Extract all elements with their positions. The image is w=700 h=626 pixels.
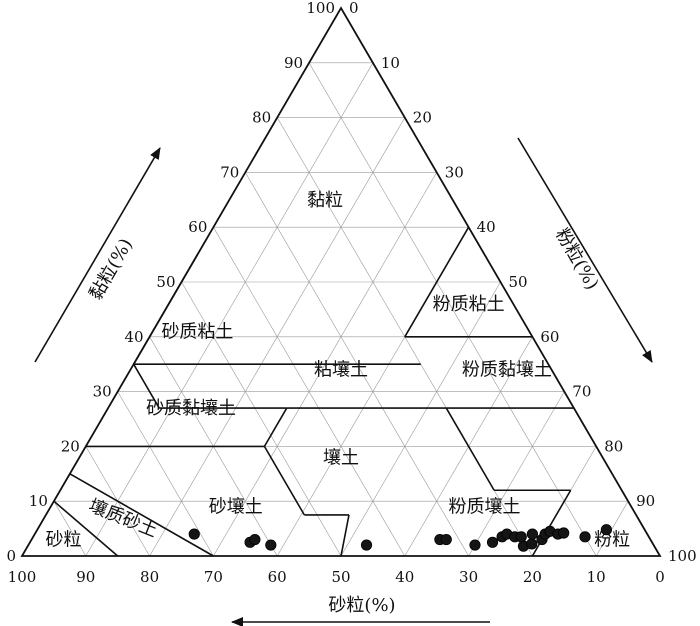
sand-tick-label: 20 [523, 568, 542, 586]
silt-tick-label: 0 [349, 0, 359, 17]
clay-tick-label: 40 [125, 328, 144, 346]
sample-point [469, 539, 481, 551]
class-boundary [69, 473, 214, 557]
sand-tick-label: 70 [204, 568, 223, 586]
sample-point [265, 539, 277, 551]
region-label: 砂质黏壤土 [146, 398, 236, 419]
sample-point [526, 528, 539, 540]
grid-line [308, 62, 597, 557]
clay-tick-label: 0 [6, 547, 16, 565]
grid-line [53, 501, 87, 557]
sand-tick-label: 50 [331, 568, 350, 586]
sample-point [526, 538, 538, 550]
clay-axis-title: 黏粒(%) [85, 235, 137, 304]
sample-points [188, 524, 613, 552]
sand-tick-label: 10 [587, 568, 606, 586]
class-boundary [531, 489, 572, 557]
sand-tick-label: 0 [655, 568, 665, 586]
grid-line [117, 391, 214, 557]
region-label: 粉粒 [594, 530, 630, 551]
class-boundary [132, 363, 160, 409]
clay-tick-label: 100 [306, 0, 335, 17]
sand-tick-label: 30 [459, 568, 478, 586]
clay-tick-label: 10 [29, 492, 48, 510]
silt-tick-label: 10 [381, 54, 400, 72]
sand-tick-label: 80 [140, 568, 159, 586]
sample-point [360, 539, 373, 551]
clay-tick-label: 80 [252, 109, 271, 127]
class-boundary [404, 226, 470, 338]
region-label: 砂质粘土 [161, 321, 233, 342]
sample-point [558, 527, 570, 539]
silt-tick-label: 40 [477, 218, 496, 236]
sample-point [188, 528, 200, 540]
silt-tick-label: 70 [572, 383, 591, 401]
clay-tick-label: 50 [156, 273, 175, 291]
silt-axis-arrow [517, 137, 653, 363]
region-label: 黏粒 [307, 190, 343, 211]
clay-tick-label: 60 [188, 218, 207, 236]
sand-tick-label: 90 [76, 568, 95, 586]
class-boundary [132, 254, 199, 365]
texture-class-boundaries [53, 226, 574, 557]
region-label: 壤土 [323, 447, 359, 468]
sample-point [515, 531, 527, 543]
class-boundary [53, 500, 119, 557]
class-boundary [340, 514, 350, 557]
silt-tick-label: 30 [445, 163, 464, 181]
region-label: 粉质壤土 [449, 497, 521, 518]
grid-lines [53, 62, 629, 557]
grid-line [340, 281, 501, 557]
clay-axis-arrow [34, 147, 161, 363]
region-label: 粉质黏壤土 [462, 360, 552, 381]
silt-tick-label: 20 [413, 109, 432, 127]
silt-tick-label: 90 [636, 492, 655, 510]
grid-line [181, 281, 342, 557]
sand-tick-label: 60 [268, 568, 287, 586]
silt-tick-label: 60 [540, 328, 559, 346]
class-boundary [263, 445, 306, 516]
grid-line [468, 391, 565, 557]
class-boundary [445, 407, 495, 491]
region-label: 壤质砂土 [86, 495, 161, 541]
clay-tick-label: 20 [61, 437, 80, 455]
region-label: 砂壤土 [209, 497, 263, 518]
sand-tick-label: 40 [395, 568, 414, 586]
grid-line [85, 62, 374, 557]
silt-tick-label: 80 [604, 437, 623, 455]
clay-tick-label: 70 [220, 163, 239, 181]
sand-axis-title: 砂粒(%) [328, 595, 395, 616]
grid-line [149, 117, 406, 557]
sample-point [579, 531, 591, 543]
silt-tick-label: 50 [509, 273, 528, 291]
grid-line [595, 501, 629, 557]
sample-point [249, 533, 261, 546]
silt-tick-label: 100 [668, 547, 697, 565]
clay-tick-label: 90 [284, 54, 303, 72]
region-label: 粉质粘土 [433, 294, 505, 315]
sample-point [600, 524, 613, 536]
class-boundary [263, 407, 288, 447]
sample-point [440, 533, 452, 546]
sand-tick-label: 100 [8, 568, 37, 586]
region-label: 粘壤土 [314, 360, 368, 381]
sample-point [486, 536, 499, 548]
clay-tick-label: 30 [93, 383, 112, 401]
region-label: 砂粒 [45, 530, 81, 551]
